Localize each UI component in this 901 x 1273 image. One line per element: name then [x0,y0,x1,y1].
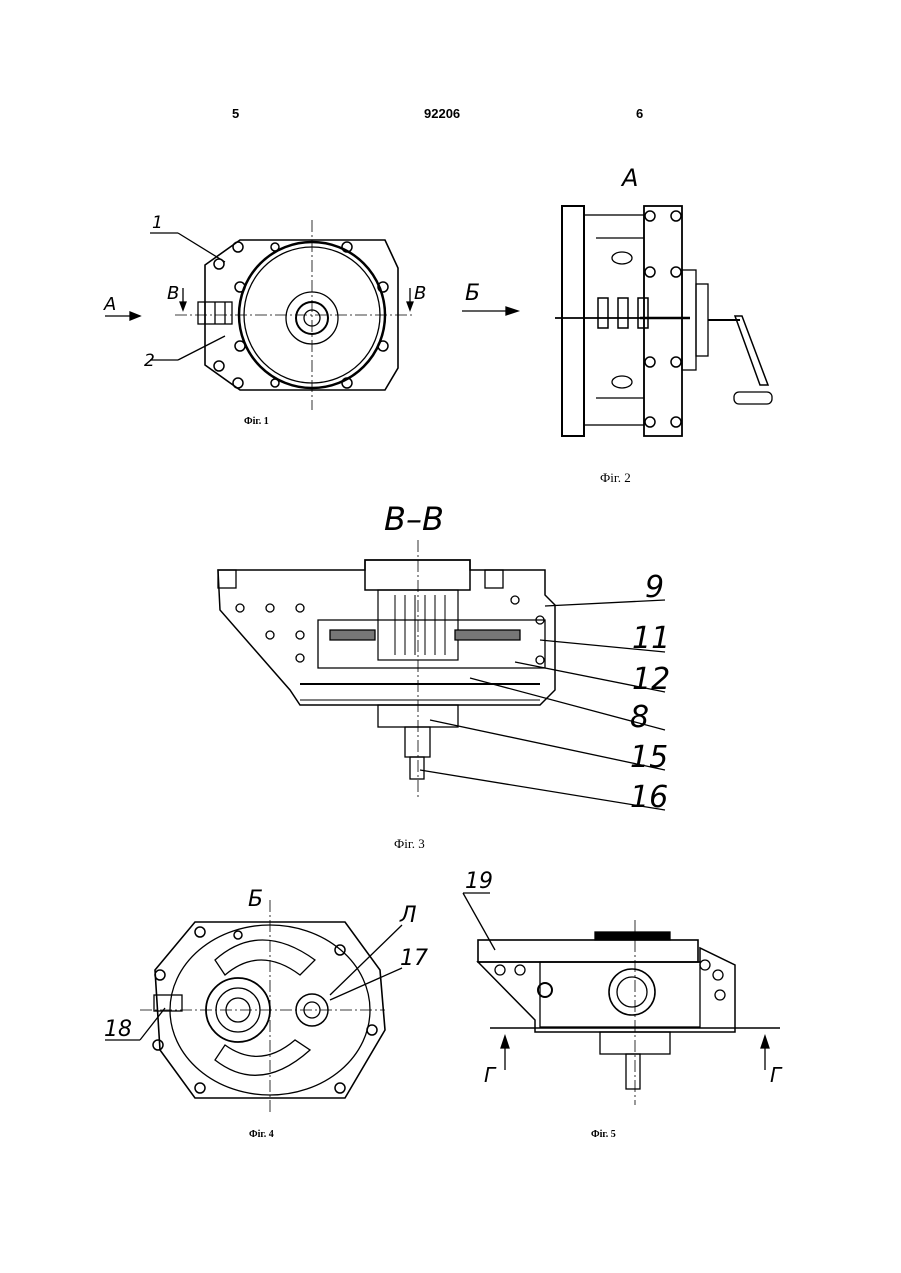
fig4-drawing [105,900,402,1115]
fig4-label-18: 18 [104,1017,132,1042]
fig5-label-19: 19 [465,869,493,894]
fig3-label-16: 16 [630,780,668,815]
fig1-label-1: 1 [152,213,163,233]
fig1-section-left: В [167,283,179,304]
fig2-view-title: А [620,164,638,192]
fig3-label-11: 11 [632,621,670,656]
fig3-label-9: 9 [645,570,664,605]
fig1-section-right: В [414,283,426,304]
fig2-arrow-b: Б [465,281,480,306]
fig4-caption: Фіг. 4 [249,1129,274,1140]
fig1-arrow-a: А [103,294,116,315]
fig3-label-15: 15 [630,740,668,775]
fig4-view-title: Б [248,887,263,912]
fig5-caption: Фіг. 5 [591,1129,616,1140]
fig3-caption: Фіг. 3 [394,836,425,852]
fig1-drawing [105,220,415,410]
fig4-label-17: 17 [400,946,428,971]
fig5-section-right: Г [770,1063,783,1087]
fig4-label-l: Л [399,903,417,928]
fig3-label-12: 12 [632,662,670,697]
fig1-caption: Фіг. 1 [244,416,269,427]
fig1-label-2: 2 [144,351,155,371]
fig2-caption: Фіг. 2 [600,470,631,486]
fig3-section-title: В–В [384,500,444,538]
fig2-drawing [462,206,772,436]
fig5-drawing [463,893,780,1105]
fig3-drawing [218,540,665,810]
fig3-label-8: 8 [630,700,649,735]
fig5-section-left: Г [484,1063,497,1087]
